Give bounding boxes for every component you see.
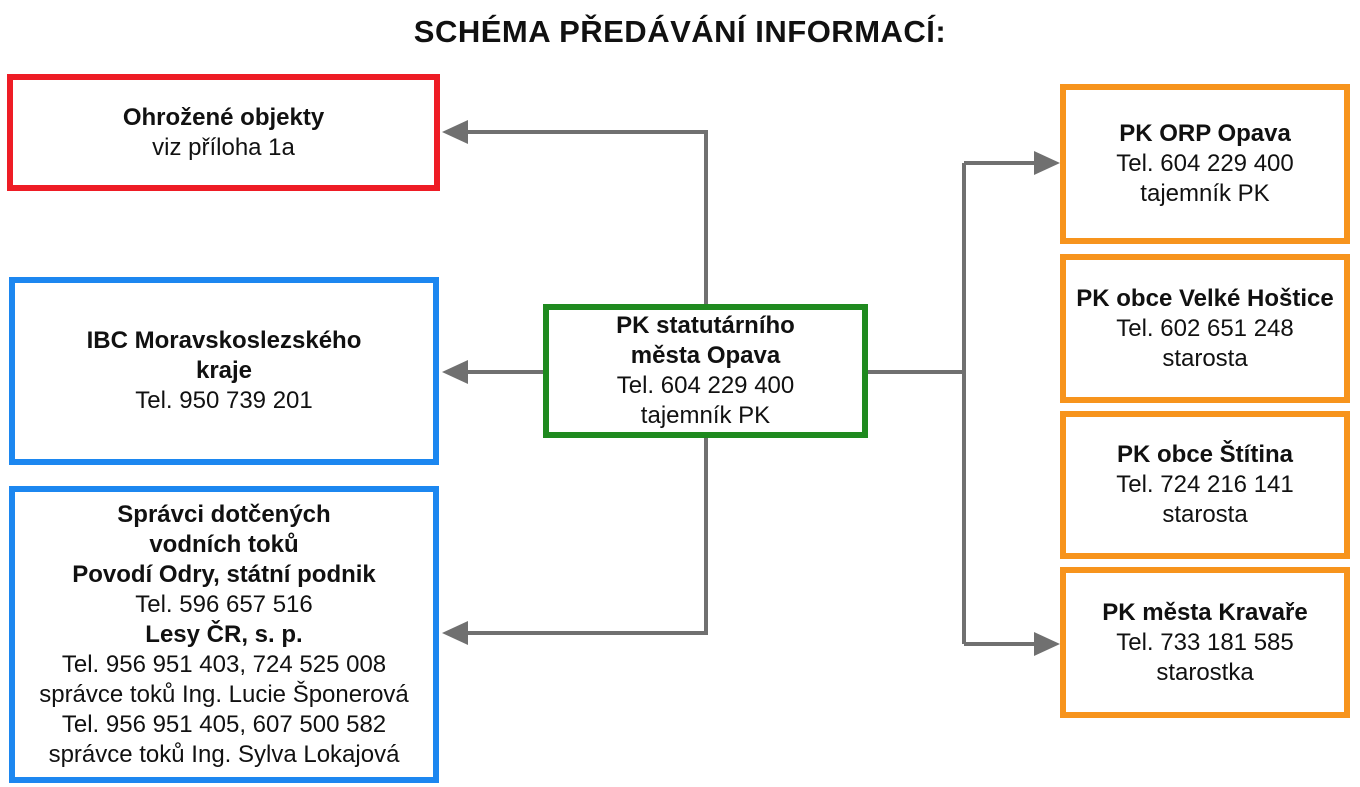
diagram-title: SCHÉMA PŘEDÁVÁNÍ INFORMACÍ:: [413, 14, 947, 49]
right-box-name: PK obce Štítina: [1116, 441, 1294, 468]
right-box-phone: Tel. 604 229 400: [1116, 150, 1294, 177]
right-box-orp: PK ORP Opava Tel. 604 229 400 tajemník P…: [1060, 84, 1350, 244]
ibc-name-line2: kraje: [195, 357, 253, 384]
threatened-objects-name: Ohrožené objekty: [122, 103, 325, 131]
center-role: tajemník PK: [640, 402, 771, 429]
arrow-head-managers: [442, 621, 468, 645]
org2-phone2: Tel. 956 951 405, 607 500 582: [61, 710, 387, 738]
org1-name: Povodí Odry, státní podnik: [72, 560, 376, 588]
right-box-phone: Tel. 724 216 141: [1116, 471, 1294, 498]
right-box-phone: Tel. 602 651 248: [1116, 314, 1294, 342]
right-box-role: starosta: [1162, 344, 1248, 372]
arrow-head-kravare: [1034, 632, 1060, 656]
connector-to-managers: [466, 438, 708, 635]
right-box-role: tajemník PK: [1140, 180, 1270, 207]
water-managers-box: Správci dotčených vodních toků Povodí Od…: [9, 486, 439, 783]
arrow-head-ibc: [442, 360, 468, 384]
right-box-stitina: PK obce Štítina Tel. 724 216 141 starost…: [1060, 411, 1350, 559]
right-box-name: PK obce Velké Hoštice: [1076, 284, 1334, 312]
ibc-name-line1: IBC Moravskoslezského: [86, 327, 362, 354]
arrow-head-orp: [1034, 151, 1060, 175]
org2-contact2: správce toků Ing. Sylva Lokajová: [48, 740, 400, 768]
right-box-name: PK ORP Opava: [1119, 120, 1291, 147]
center-name-line1: PK statutárního: [616, 312, 795, 339]
ibc-phone: Tel. 950 739 201: [135, 387, 313, 414]
managers-heading-line1: Správci dotčených: [117, 500, 331, 528]
right-box-phone: Tel. 733 181 585: [1116, 628, 1294, 656]
org2-name: Lesy ČR, s. p.: [145, 620, 303, 648]
threatened-objects-box: Ohrožené objekty viz příloha 1a: [7, 74, 440, 191]
right-box-kravare: PK města Kravaře Tel. 733 181 585 staros…: [1060, 567, 1350, 718]
right-box-velke-hostice: PK obce Velké Hoštice Tel. 602 651 248 s…: [1060, 254, 1350, 403]
right-box-role: starosta: [1162, 501, 1248, 528]
managers-heading-line2: vodních toků: [149, 530, 299, 558]
center-phone: Tel. 604 229 400: [616, 372, 795, 399]
center-box: PK statutárního města Opava Tel. 604 229…: [543, 304, 868, 438]
org1-phone: Tel. 596 657 516: [135, 590, 313, 618]
org2-phone1: Tel. 956 951 403, 724 525 008: [61, 650, 387, 678]
connector-to-threatened: [466, 130, 708, 304]
threatened-objects-note: viz příloha 1a: [152, 133, 295, 161]
arrow-head-threatened: [442, 120, 468, 144]
center-name-line2: města Opava: [630, 342, 781, 369]
ibc-box: IBC Moravskoslezského kraje Tel. 950 739…: [9, 277, 439, 465]
org2-contact1: správce toků Ing. Lucie Šponerová: [39, 680, 409, 708]
right-box-role: starostka: [1156, 658, 1254, 686]
right-box-name: PK města Kravaře: [1102, 598, 1308, 626]
